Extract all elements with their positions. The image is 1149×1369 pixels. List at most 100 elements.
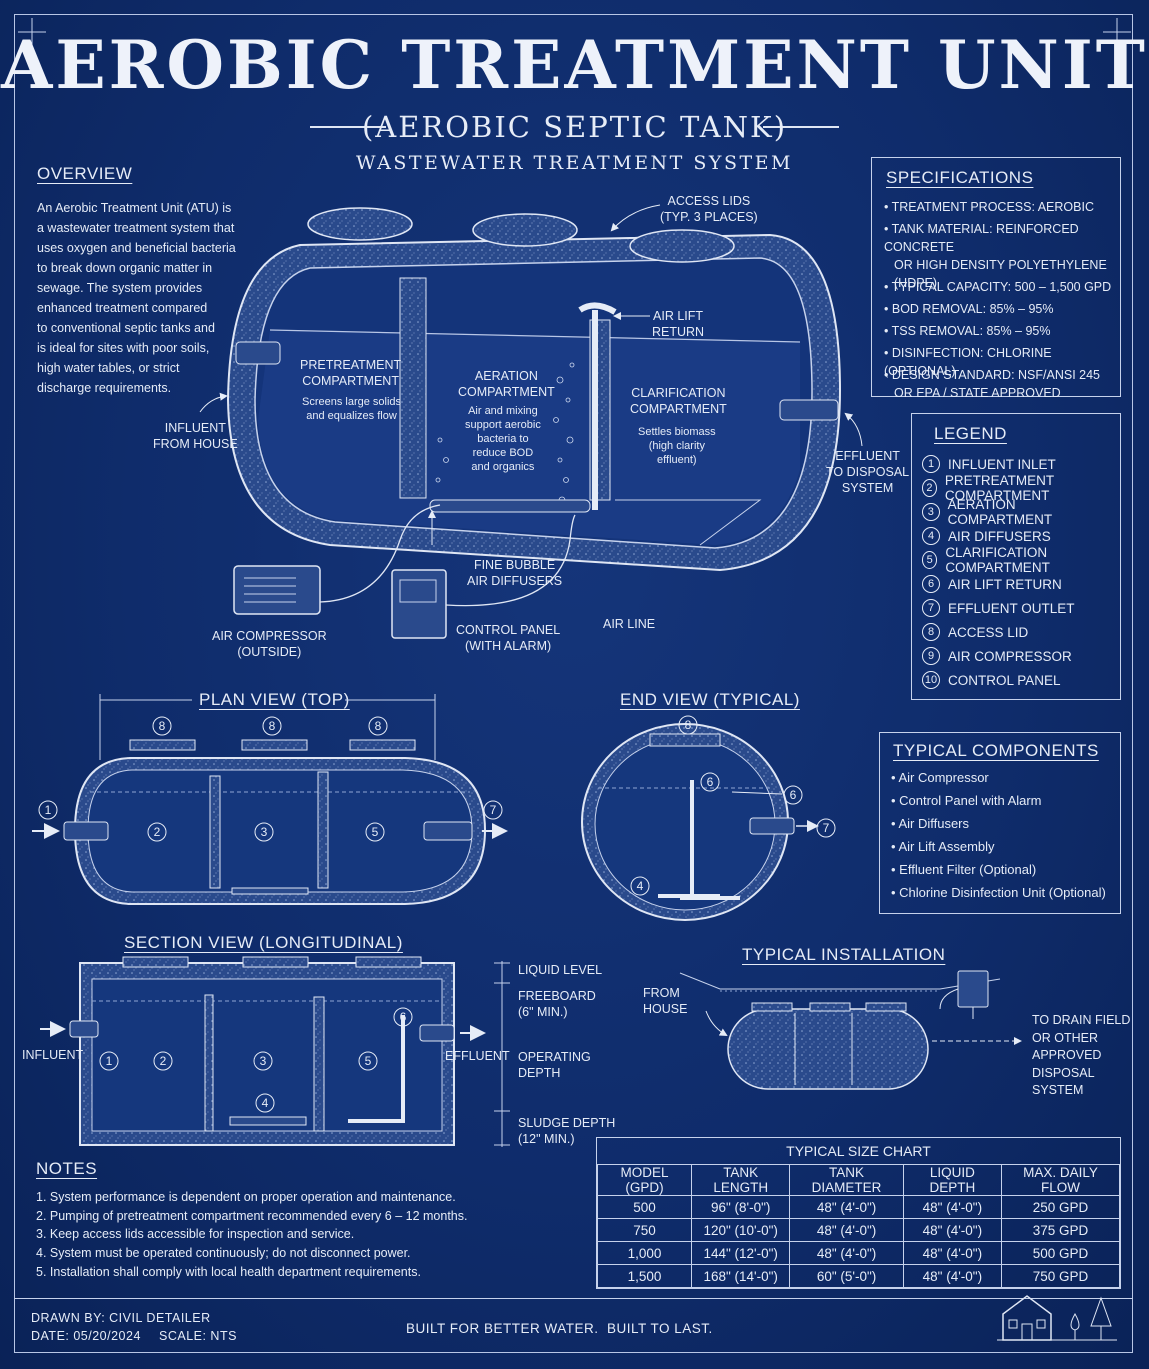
page-title: AEROBIC TREATMENT UNIT bbox=[1, 26, 1148, 104]
svg-text:5: 5 bbox=[365, 1054, 372, 1068]
svg-text:3: 3 bbox=[260, 1054, 267, 1068]
air-line-label: AIR LINE bbox=[603, 617, 656, 631]
svg-text:2: 2 bbox=[160, 1054, 167, 1068]
baffle-1 bbox=[399, 277, 427, 499]
leader-access-lids bbox=[610, 204, 661, 232]
access-lid bbox=[629, 229, 735, 263]
plan-view-drawing: 8 8 8 1 2 3 5 7 bbox=[32, 694, 508, 905]
liquid-surface bbox=[269, 329, 801, 343]
air-compressor bbox=[233, 565, 321, 615]
svg-text:3: 3 bbox=[261, 825, 268, 839]
subtitle-rule-left bbox=[310, 126, 386, 128]
page-subtitle: (AEROBIC SEPTIC TANK) bbox=[361, 110, 788, 144]
control-panel-label: CONTROL PANEL(WITH ALARM) bbox=[456, 623, 561, 653]
svg-text:8: 8 bbox=[159, 719, 166, 733]
effluent-pipe bbox=[779, 399, 839, 421]
leader-influent bbox=[199, 392, 228, 413]
clarifier-hopper bbox=[615, 499, 762, 546]
components-panel: TYPICAL COMPONENTS • Air Compressor • Co… bbox=[879, 732, 1121, 914]
svg-text:1: 1 bbox=[106, 1054, 113, 1068]
compressor-vents bbox=[244, 577, 296, 603]
components-heading: TYPICAL COMPONENTS bbox=[893, 741, 1099, 760]
notes-heading: NOTES bbox=[36, 1159, 98, 1178]
section-effluent-label: EFFLUENT bbox=[445, 1049, 510, 1063]
legend-heading: LEGEND bbox=[934, 424, 1007, 443]
liquid-level-label: LIQUID LEVEL bbox=[518, 963, 603, 977]
svg-text:8: 8 bbox=[375, 719, 382, 733]
access-lids-label: ACCESS LIDS(TYP. 3 PLACES) bbox=[660, 194, 758, 224]
svg-text:6: 6 bbox=[400, 1010, 407, 1024]
components-list: • Air Compressor • Control Panel with Al… bbox=[891, 770, 1106, 900]
notes-list: 1. System performance is dependent on pr… bbox=[36, 1190, 468, 1279]
overview-heading: OVERVIEW bbox=[37, 164, 133, 183]
subtitle-rule-right bbox=[763, 126, 839, 128]
section-view-heading: SECTION VIEW (LONGITUDINAL) bbox=[124, 933, 403, 952]
outer-frame bbox=[14, 14, 1133, 1353]
liquid-volume bbox=[258, 330, 800, 545]
svg-text:8: 8 bbox=[269, 719, 276, 733]
svg-text:7: 7 bbox=[490, 803, 497, 817]
svg-text:4: 4 bbox=[262, 1096, 269, 1110]
access-lid bbox=[472, 213, 578, 247]
page-subtitle-2: WASTEWATER TREATMENT SYSTEM bbox=[356, 152, 793, 174]
end-view-drawing: 8 6 6 7 4 bbox=[581, 715, 836, 921]
size-chart: TYPICAL SIZE CHART MODEL (GPD)TANK LENGT… bbox=[596, 1137, 1121, 1289]
svg-text:5: 5 bbox=[372, 825, 379, 839]
installation-drawing bbox=[679, 970, 1022, 1090]
svg-text:6: 6 bbox=[707, 775, 714, 789]
svg-text:8: 8 bbox=[685, 718, 692, 732]
main-tank-cutaway bbox=[199, 204, 863, 639]
compressor-label: AIR COMPRESSOR(OUTSIDE) bbox=[212, 629, 327, 659]
installation-heading: TYPICAL INSTALLATION bbox=[742, 945, 946, 964]
house-and-trees-icon bbox=[997, 1295, 1117, 1341]
sludge-depth-label: SLUDGE DEPTH(12" MIN.) bbox=[518, 1116, 616, 1146]
specifications-heading: SPECIFICATIONS bbox=[886, 168, 1034, 187]
drawing-date: DATE: 05/20/2024 bbox=[31, 1329, 141, 1343]
section-influent-label: INFLUENT bbox=[22, 1048, 84, 1062]
plan-view-heading: PLAN VIEW (TOP) bbox=[199, 690, 350, 709]
air-diffuser bbox=[429, 499, 591, 513]
control-panel bbox=[391, 569, 447, 639]
svg-text:2: 2 bbox=[154, 825, 161, 839]
drawing-scale: SCALE: NTS bbox=[159, 1329, 237, 1343]
footer-rule bbox=[14, 1298, 1133, 1299]
svg-text:4: 4 bbox=[637, 879, 644, 893]
leader-effluent bbox=[844, 412, 863, 447]
size-chart-title: TYPICAL SIZE CHART bbox=[786, 1143, 931, 1159]
svg-text:7: 7 bbox=[823, 821, 830, 835]
svg-text:1: 1 bbox=[45, 803, 52, 817]
specifications-list: • TREATMENT PROCESS: AEROBIC • TANK MATE… bbox=[884, 200, 1112, 400]
svg-text:6: 6 bbox=[790, 788, 797, 802]
tagline: BUILT FOR BETTER WATER. BUILT TO LAST. bbox=[406, 1321, 713, 1336]
section-view-drawing: 1 2 3 5 4 6 bbox=[40, 956, 510, 1147]
specifications-panel: SPECIFICATIONS • TREATMENT PROCESS: AERO… bbox=[871, 157, 1121, 400]
corner-marks bbox=[18, 18, 1131, 46]
influent-pipe bbox=[235, 341, 281, 365]
